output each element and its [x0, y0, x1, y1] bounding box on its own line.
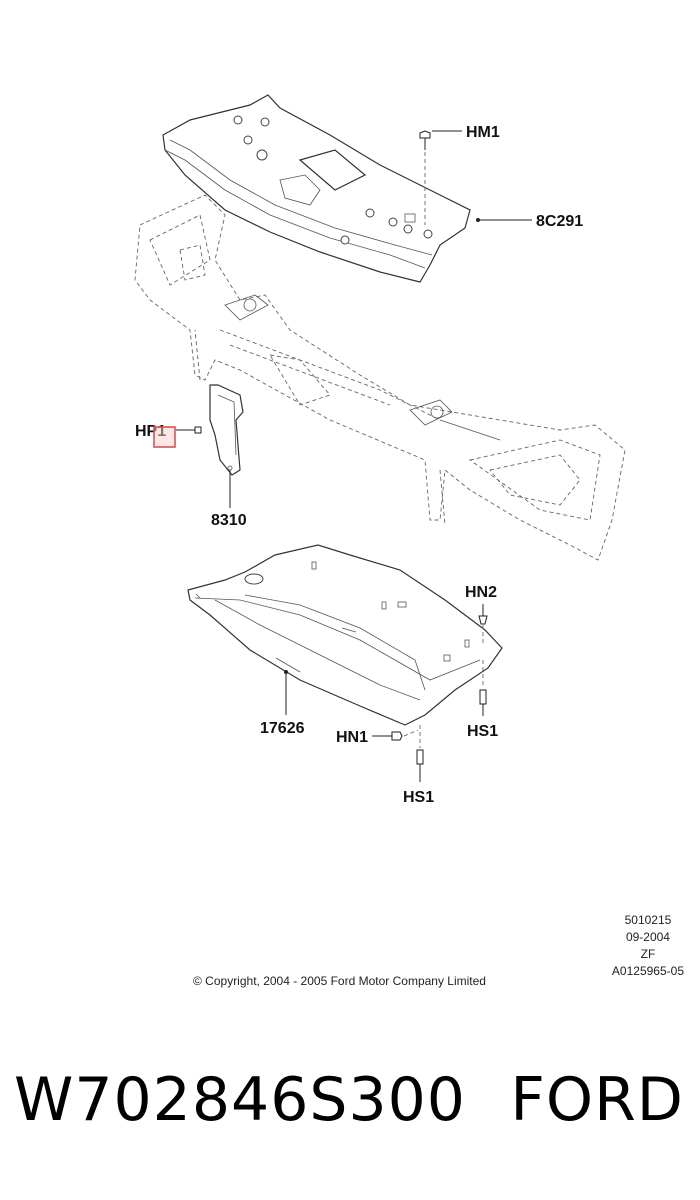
- drawing-reference: 5010215 09-2004 ZF A0125965-05: [612, 912, 684, 980]
- callout-17626: 17626: [260, 720, 305, 737]
- parts-diagram: HM1 8C291 8310 HP1: [134, 94, 626, 806]
- fastener-hn1: HN1: [336, 729, 419, 746]
- bracket-8310: 8310: [209, 384, 247, 529]
- radiator-support: [134, 194, 626, 561]
- copyright-notice: © Copyright, 2004 - 2005 Ford Motor Comp…: [193, 974, 486, 988]
- reference-line-1: 5010215: [624, 913, 672, 927]
- highlight-box: [153, 426, 176, 448]
- callout-8310: 8310: [211, 512, 247, 529]
- callout-8c291: 8C291: [536, 213, 583, 230]
- lower-shield-17626: [187, 544, 503, 726]
- upper-cover-8c291: [162, 94, 471, 283]
- reference-line-3: ZF: [640, 947, 656, 961]
- part-number: W702846S300: [14, 1065, 466, 1135]
- callout-hs1-bottom: HS1: [403, 789, 434, 806]
- reference-line-2: 09-2004: [625, 930, 670, 944]
- leader-8c291: 8C291: [476, 213, 583, 230]
- brand-name: FORD: [510, 1065, 684, 1135]
- fastener-hs1-right: HS1: [467, 660, 498, 740]
- leader-17626: 17626: [260, 670, 305, 737]
- fastener-hm1: HM1: [419, 124, 500, 225]
- fastener-hn2: HN2: [465, 584, 497, 645]
- callout-hm1: HM1: [466, 124, 500, 141]
- footer-caption: W702846S300 FORD: [0, 1065, 700, 1155]
- callout-hs1-right: HS1: [467, 723, 498, 740]
- reference-line-4: A0125965-05: [611, 964, 684, 978]
- fastener-hs1-bottom: HS1: [403, 725, 434, 806]
- callout-hn2: HN2: [465, 584, 497, 601]
- callout-hn1: HN1: [336, 729, 368, 746]
- fastener-hp1: HP1: [135, 423, 202, 448]
